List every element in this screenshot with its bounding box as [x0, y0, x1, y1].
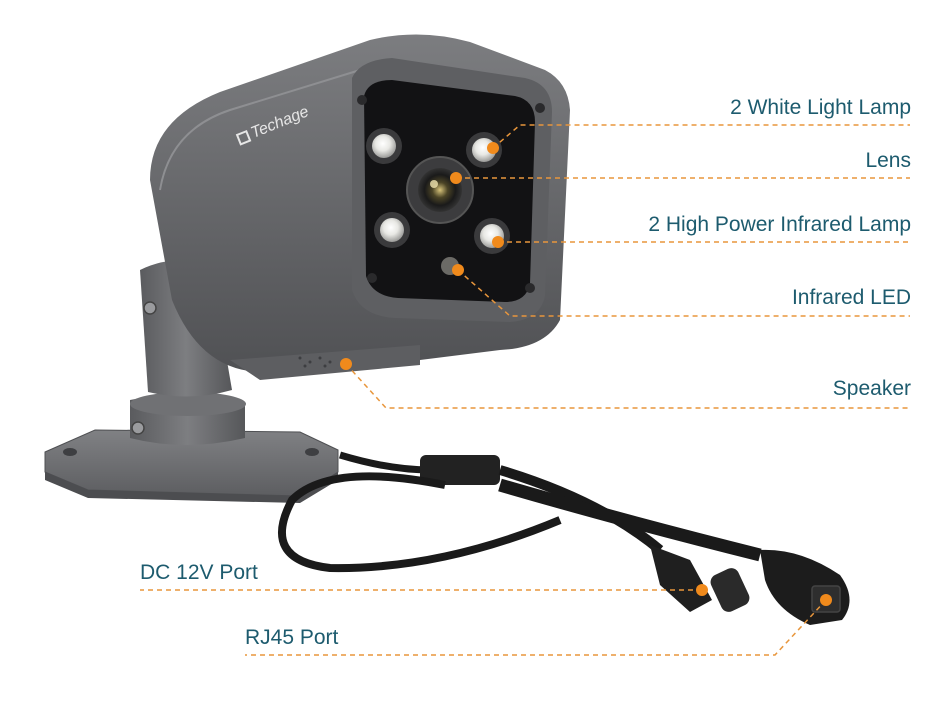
leader-infrared-led [457, 269, 910, 317]
dot-infrared-led [452, 264, 464, 276]
dot-rj45-port [820, 594, 832, 606]
cable-harness [278, 451, 762, 573]
leader-rj45-port [245, 599, 827, 656]
rj45-connector [760, 549, 850, 625]
camera-housing [150, 34, 570, 380]
label-infrared-led: Infrared LED [791, 286, 911, 309]
white-light-lamp-left [366, 128, 402, 164]
label-dc-port: DC 12V Port [140, 561, 258, 584]
label-speaker: Speaker [832, 377, 911, 400]
label-lens: Lens [865, 149, 911, 172]
leader-speaker [345, 363, 910, 409]
camera-lens [406, 156, 474, 224]
label-infrared-lamp: 2 High Power Infrared Lamp [648, 213, 911, 236]
dot-white-light-lamp [487, 142, 499, 154]
leader-lines [140, 124, 910, 656]
label-white-light-lamp: 2 White Light Lamp [730, 96, 911, 119]
mount-base [44, 429, 339, 503]
dot-infrared-lamp [492, 236, 504, 248]
dot-speaker [340, 358, 352, 370]
leader-white-light-lamp [492, 124, 910, 149]
label-rj45-port: RJ45 Port [245, 626, 339, 649]
callout-dots [340, 142, 832, 606]
infrared-lamp-right [474, 218, 510, 254]
dot-lens [450, 172, 462, 184]
dot-dc-port [696, 584, 708, 596]
cable-junction [420, 455, 500, 485]
dc-12v-connector [650, 545, 750, 612]
infrared-lamp-left [374, 212, 410, 248]
speaker-grille [298, 356, 332, 368]
